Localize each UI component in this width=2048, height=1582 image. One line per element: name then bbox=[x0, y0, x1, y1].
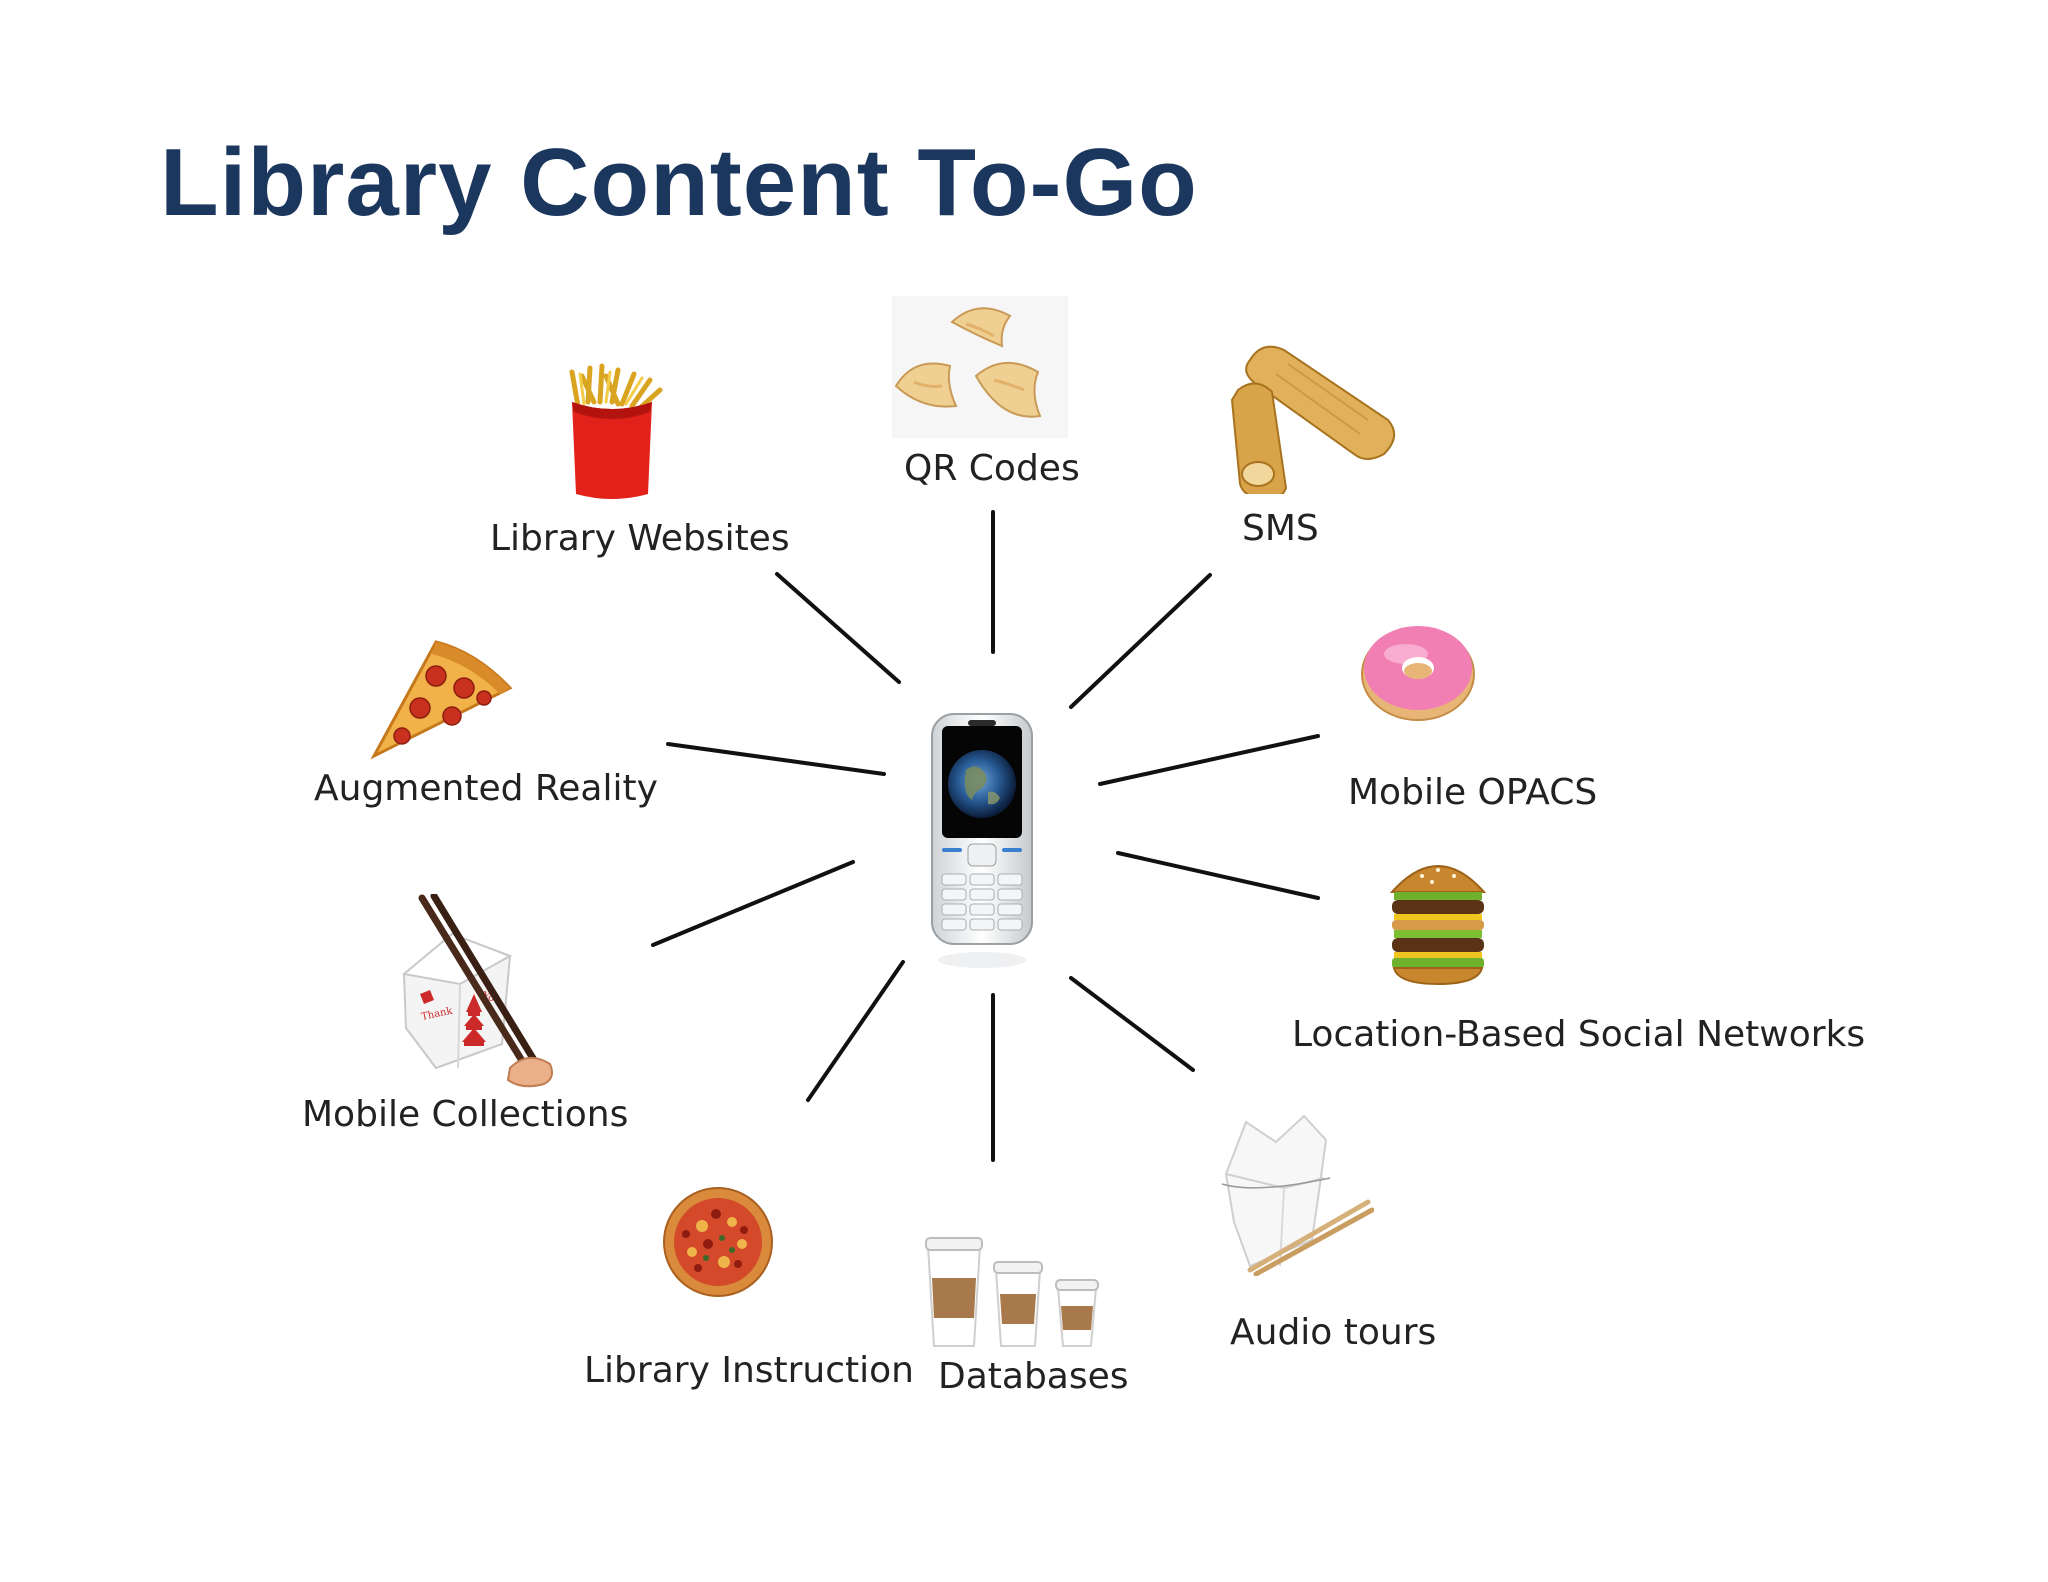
takeout-box-chopsticks-icon: Thank You bbox=[401, 894, 553, 1088]
label-mobile-opacs: Mobile OPACS bbox=[1348, 772, 1598, 813]
label-augmented-reality: Augmented Reality bbox=[314, 768, 658, 809]
hamburger-icon bbox=[1389, 865, 1487, 986]
spoke-ar bbox=[666, 742, 886, 776]
coffee-cups-icon bbox=[925, 1237, 1099, 1347]
spoke-web bbox=[775, 572, 901, 684]
label-sms: SMS bbox=[1242, 508, 1319, 549]
spoke-audio bbox=[1069, 976, 1195, 1072]
spring-rolls-icon bbox=[1230, 345, 1395, 494]
label-mobile-collections: Mobile Collections bbox=[302, 1094, 629, 1135]
label-databases: Databases bbox=[938, 1356, 1129, 1397]
spoke-instr bbox=[806, 960, 905, 1102]
donut-icon bbox=[1361, 626, 1475, 721]
label-library-instruction: Library Instruction bbox=[584, 1350, 914, 1391]
pizza-slice-icon bbox=[370, 640, 513, 760]
mobile-phone-icon bbox=[931, 713, 1033, 968]
whole-pizza-icon bbox=[663, 1187, 773, 1297]
slide-title: Library Content To-Go bbox=[160, 129, 1198, 236]
label-library-websites: Library Websites bbox=[490, 518, 790, 559]
spoke-opac bbox=[1098, 734, 1320, 786]
spoke-lbsn bbox=[1116, 851, 1320, 900]
french-fries-icon bbox=[569, 363, 663, 499]
spoke-sms bbox=[1069, 573, 1212, 709]
label-audio-tours: Audio tours bbox=[1230, 1312, 1437, 1353]
label-location-based-social-networks: Location-Based Social Networks bbox=[1292, 1014, 1866, 1055]
white-takeout-box-icon bbox=[1221, 1114, 1374, 1276]
spoke-coll bbox=[651, 860, 855, 947]
label-qr-codes: QR Codes bbox=[904, 448, 1080, 489]
fortune-cookies-icon bbox=[892, 296, 1068, 438]
